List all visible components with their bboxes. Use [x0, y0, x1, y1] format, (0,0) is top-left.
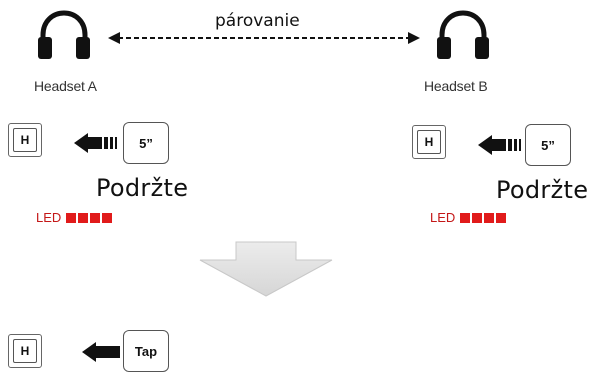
headset-b-hold-text: Podržte	[496, 176, 589, 204]
headset-b-led-2	[472, 212, 483, 223]
headset-b-h-button-label: H	[417, 130, 441, 154]
headset-a-led-indicator: LED	[36, 210, 114, 225]
headset-a-led-2	[78, 212, 89, 223]
headset-b-h-button: H	[412, 125, 446, 159]
pairing-arrow	[108, 32, 420, 44]
headset-b-led-4	[496, 212, 507, 223]
headset-b-led-label: LED	[430, 210, 456, 225]
headset-a-led-label: LED	[36, 210, 62, 225]
headset-b-press-arrow-icon	[478, 135, 521, 155]
headset-b-icon	[437, 10, 489, 59]
headset-a-h-button-label: H	[13, 128, 37, 152]
confirm-h-button: H	[8, 334, 42, 368]
pairing-label: párovanie	[212, 11, 303, 31]
headset-b-led-indicator: LED	[430, 210, 508, 225]
headset-a-led-3	[90, 212, 101, 223]
confirm-press-arrow-icon	[82, 342, 120, 362]
headset-a-press-arrow-icon	[74, 133, 117, 153]
headset-b-led-3	[484, 212, 495, 223]
headset-a-led-4	[102, 212, 113, 223]
headset-a-icon	[38, 10, 90, 59]
headset-a-h-button: H	[8, 123, 42, 157]
headset-a-label: Headset A	[34, 78, 97, 94]
headset-a-led-1	[66, 212, 77, 223]
confirm-tap-button: Tap	[123, 330, 169, 372]
headset-b-label: Headset B	[424, 78, 488, 94]
headset-a-hold-text: Podržte	[96, 174, 189, 202]
headset-a-press-duration: 5”	[123, 122, 169, 164]
confirm-h-button-label: H	[13, 339, 37, 363]
headset-b-led-1	[460, 212, 471, 223]
headset-b-press-duration: 5”	[525, 124, 571, 166]
next-step-arrow-icon	[199, 241, 333, 297]
